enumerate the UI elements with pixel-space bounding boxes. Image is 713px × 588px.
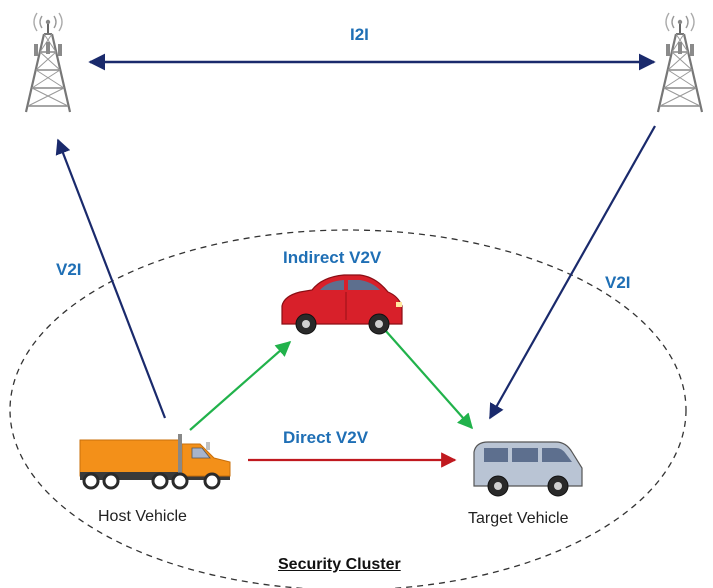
target-vehicle-label: Target Vehicle	[468, 510, 569, 527]
v2i-left-link-arrow	[55, 138, 167, 419]
security-cluster-boundary	[9, 229, 687, 588]
relay-car-icon	[281, 274, 403, 335]
host-truck-icon	[79, 434, 231, 490]
indirect-v2v-link-arrow-1	[189, 340, 292, 431]
left-cell-tower-icon	[24, 11, 72, 114]
v2i-left-label: V2I	[56, 260, 82, 279]
right-cell-tower-icon	[656, 11, 704, 114]
indirect-v2v-label: Indirect V2V	[283, 248, 382, 267]
indirect-v2v-link-arrow-2	[384, 329, 474, 430]
i2i-label: I2I	[350, 25, 369, 44]
host-vehicle-label: Host Vehicle	[98, 508, 187, 525]
security-cluster-label: Security Cluster	[278, 556, 401, 573]
v2i-right-label: V2I	[605, 273, 631, 292]
target-van-icon	[473, 441, 583, 497]
v2i-right-link-arrow	[489, 125, 656, 420]
direct-v2v-label: Direct V2V	[283, 428, 369, 447]
